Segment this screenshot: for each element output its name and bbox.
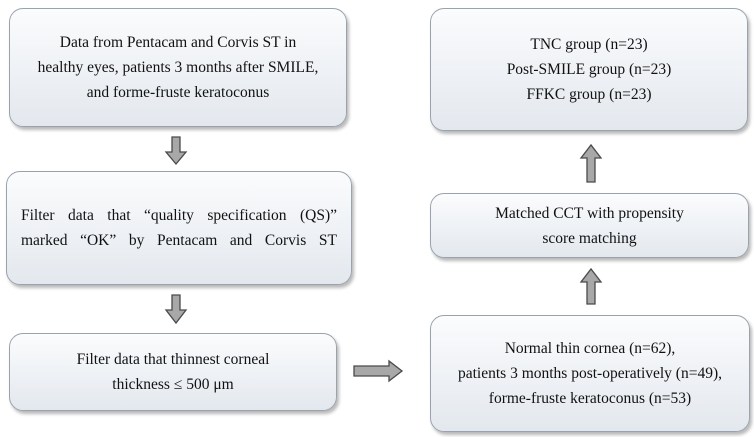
arrow-right-icon [353,359,404,383]
matching-line-2: score matching [542,229,637,247]
qs-filter-line-1: Filter data that “quality specification … [21,207,337,224]
matching-line-1: Matched CCT with propensity [495,204,684,222]
source-data-line-3: and forme-fruste keratoconus [86,84,270,101]
source-data-line-1: Data from Pentacam and Corvis ST in [59,34,297,51]
matching-box: Matched CCT with propensity score matchi… [430,193,749,258]
qs-filter-line-2: marked “OK” by Pentacam and Corvis ST [21,232,337,249]
arrow-down-1-icon [164,136,188,166]
thickness-filter-box: Filter data that thinnest corneal thickn… [9,333,337,411]
groups-line-2: Post-SMILE group (n=23) [506,61,672,78]
thickness-filter-line-1: Filter data that thinnest corneal [76,351,270,368]
arrow-down-2-icon [164,294,188,325]
arrow-up-1-icon [579,267,603,305]
groups-box: TNC group (n=23) Post-SMILE group (n=23)… [430,8,748,131]
cohorts-line-2: patients 3 months post-operatively (n=49… [457,365,722,382]
groups-line-3: FFKC group (n=23) [526,86,652,103]
cohorts-line-3: forme-fruste keratoconus (n=53) [488,390,692,407]
cohorts-box: Normal thin cornea (n=62), patients 3 mo… [430,315,750,432]
cohorts-line-1: Normal thin cornea (n=62), [504,340,676,357]
qs-filter-box: Filter data that “quality specification … [6,171,352,285]
groups-line-1: TNC group (n=23) [530,36,648,53]
arrow-up-2-icon [579,143,603,183]
source-data-box: Data from Pentacam and Corvis ST in heal… [9,8,347,127]
source-data-line-2: healthy eyes, patients 3 months after SM… [37,59,319,76]
thickness-filter-line-2: thickness ≤ 500 μm [112,376,234,393]
